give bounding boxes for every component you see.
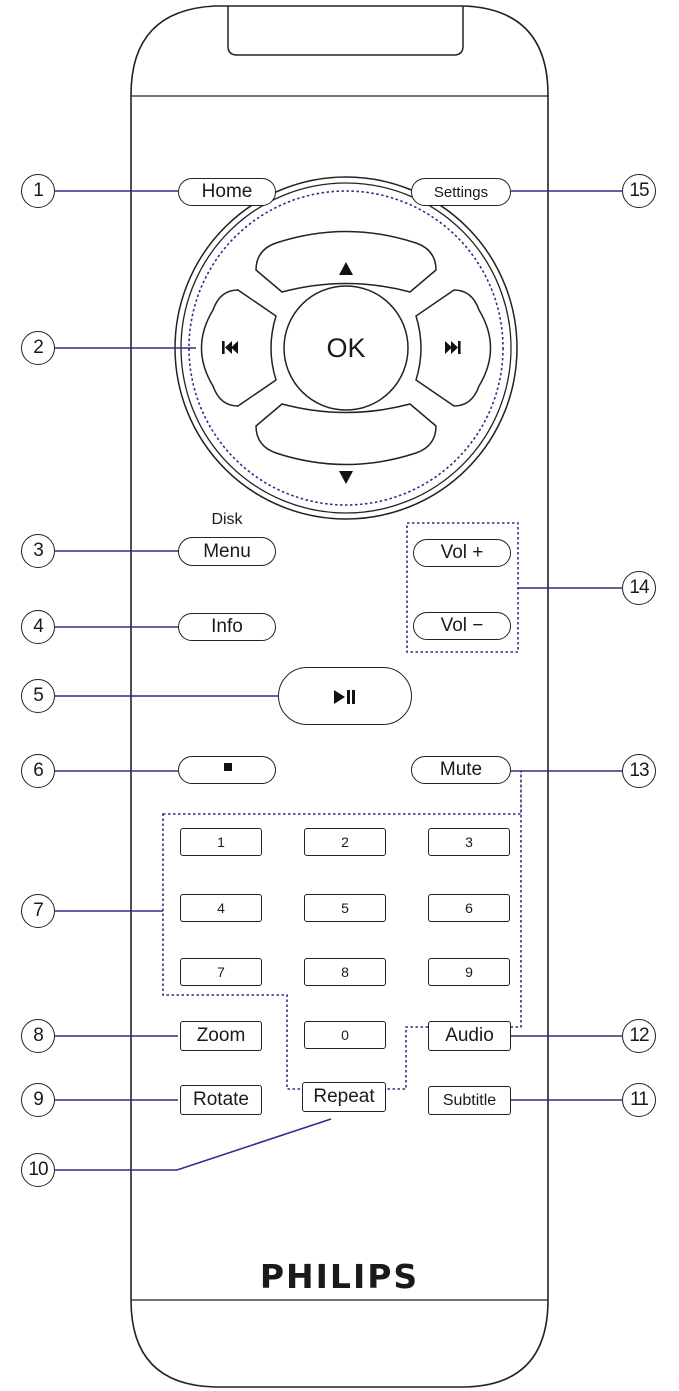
menu-button[interactable]: Menu: [178, 537, 276, 566]
digit-6-button[interactable]: 6: [428, 894, 510, 922]
rotate-button[interactable]: Rotate: [180, 1085, 262, 1115]
digit-1-button[interactable]: 1: [180, 828, 262, 856]
callout-1: 1: [21, 174, 55, 208]
digit-8-button[interactable]: 8: [304, 958, 386, 986]
ok-ring: [283, 285, 409, 411]
brand-logo: PHILIPS: [259, 1257, 420, 1296]
digit-9-button[interactable]: 9: [428, 958, 510, 986]
callout-13: 13: [622, 754, 656, 788]
numpad-group-box: [162, 771, 522, 1090]
subtitle-button[interactable]: Subtitle: [428, 1086, 511, 1115]
next-track-icon: [445, 341, 461, 354]
callout-8: 8: [21, 1019, 55, 1053]
repeat-button[interactable]: Repeat: [302, 1082, 386, 1112]
callout-15: 15: [622, 174, 656, 208]
play-pause-button[interactable]: [278, 667, 412, 725]
callout-9: 9: [21, 1083, 55, 1117]
leader-10: [55, 1118, 332, 1171]
callout-12: 12: [622, 1019, 656, 1053]
settings-button[interactable]: Settings: [411, 178, 511, 206]
dpad-left: [200, 289, 277, 407]
callout-2: 2: [21, 331, 55, 365]
callout-11: 11: [622, 1083, 656, 1117]
callout-14: 14: [622, 571, 656, 605]
dpad-dotted-ring: [188, 190, 504, 506]
callout-4: 4: [21, 610, 55, 644]
down-arrow-icon: [339, 471, 353, 484]
digit-7-button[interactable]: 7: [180, 958, 262, 986]
previous-track-icon: [222, 341, 238, 354]
callout-10: 10: [21, 1153, 55, 1187]
digit-5-button[interactable]: 5: [304, 894, 386, 922]
digit-3-button[interactable]: 3: [428, 828, 510, 856]
home-button[interactable]: Home: [178, 178, 276, 206]
info-button[interactable]: Info: [178, 613, 276, 641]
vol-up-button[interactable]: Vol +: [413, 539, 511, 567]
callout-6: 6: [21, 754, 55, 788]
top-slot: [227, 6, 464, 56]
digit-4-button[interactable]: 4: [180, 894, 262, 922]
zoom-button[interactable]: Zoom: [180, 1021, 262, 1051]
callout-3: 3: [21, 534, 55, 568]
up-arrow-icon: [339, 262, 353, 275]
mute-button[interactable]: Mute: [411, 756, 511, 784]
digit-2-button[interactable]: 2: [304, 828, 386, 856]
dpad-down: [255, 403, 437, 466]
stop-button[interactable]: [178, 756, 276, 784]
callout-5: 5: [21, 679, 55, 713]
audio-button[interactable]: Audio: [428, 1021, 511, 1051]
dpad-up: [255, 230, 437, 293]
callout-7: 7: [21, 894, 55, 928]
digit-0-button[interactable]: 0: [304, 1021, 386, 1049]
vol-down-button[interactable]: Vol −: [413, 612, 511, 640]
